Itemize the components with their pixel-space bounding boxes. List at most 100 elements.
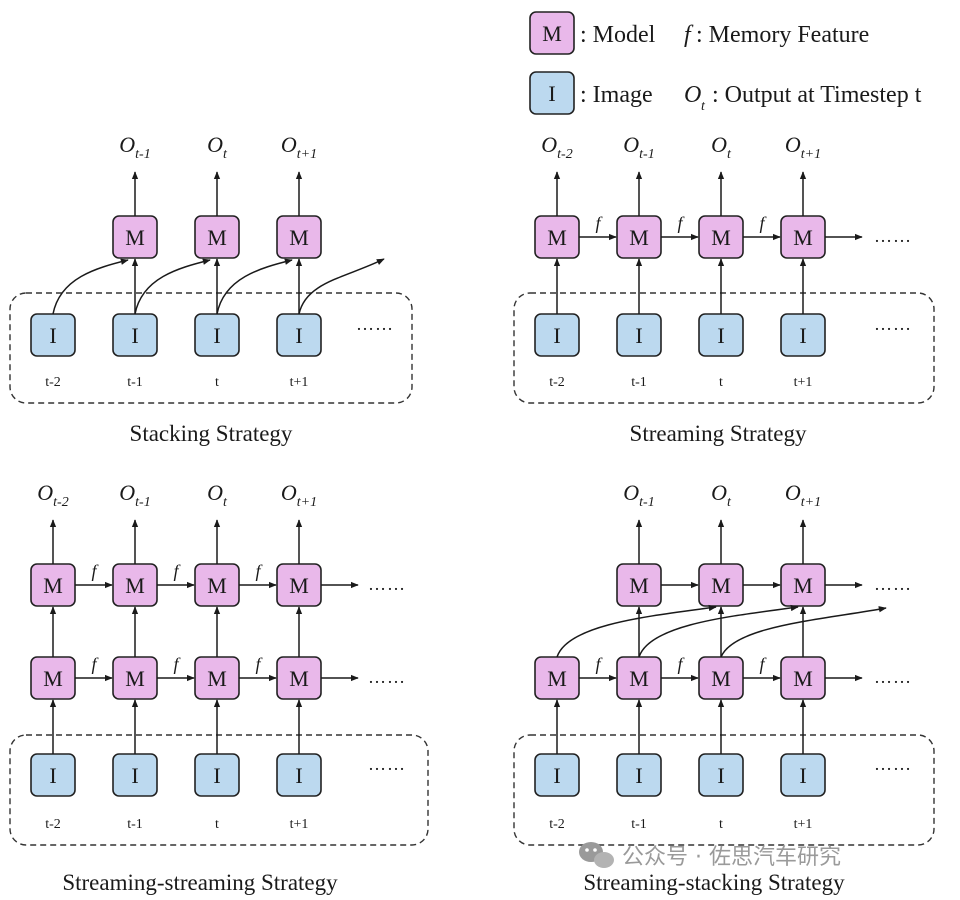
output-label: Ot-1 [119,132,150,162]
output-label: Ot+1 [785,132,821,162]
model-node-letter: M [207,573,227,598]
image-node-letter: I [553,323,560,348]
image-sequence-frame [9,292,413,404]
skip-arrow [216,258,293,315]
image-node-letter: I [49,323,56,348]
timestep-label: t-1 [127,817,143,832]
output-label: Ot [711,480,732,510]
output-symbol: O [119,132,135,157]
timestep-label: t [215,817,219,832]
output-subscript: t [223,147,228,162]
memory-feature-label: f [91,654,99,674]
ellipsis: …… [368,667,406,687]
memory-feature-label: f [255,561,263,581]
timestep-label: t-1 [127,375,143,390]
model-node-letter: M [43,666,63,691]
legend-image-node [529,71,575,115]
image-node-letter: I [295,763,302,788]
legend-output-subscript: t [701,99,706,114]
output-subscript: t-2 [557,147,573,162]
image-node-letter: I [131,763,138,788]
model-node-letter: M [207,225,227,250]
model-node-letter: M [793,573,813,598]
watermark-text: 公众号 · 佐思汽车研究 [622,845,841,870]
timestep-label: t-2 [45,375,61,390]
legend-image-label: : Image [580,82,653,108]
memory-feature-label: f [595,654,603,674]
ellipsis: …… [368,574,406,594]
model-node-letter: M [289,666,309,691]
output-label: Ot-1 [119,480,150,510]
wechat-icon [579,842,614,868]
memory-feature-label: f [677,213,685,233]
model-node-letter: M [711,225,731,250]
legend-feature-symbol: f [684,22,694,48]
image-node-letter: I [717,763,724,788]
output-label: Ot-2 [37,480,68,510]
image-node-letter: I [717,323,724,348]
image-node-letter: I [213,763,220,788]
output-symbol: O [281,480,297,505]
legend-model-letter: M [542,21,562,46]
model-node-letter: M [547,225,567,250]
model-node-letter: M [629,225,649,250]
memory-feature-label: f [255,654,263,674]
image-node-letter: I [553,763,560,788]
image-sequence-frame [9,734,429,846]
memory-feature-label: f [173,654,181,674]
skip-arrow [638,604,799,658]
output-subscript: t+1 [297,147,317,162]
model-node-letter: M [629,666,649,691]
output-subscript: t+1 [297,495,317,510]
timestep-label: t-1 [631,817,647,832]
image-node-letter: I [635,763,642,788]
output-symbol: O [281,132,297,157]
image-node-letter: I [295,323,302,348]
model-node-letter: M [207,666,227,691]
model-node-letter: M [793,225,813,250]
image-node-letter: I [131,323,138,348]
output-subscript: t-2 [53,495,69,510]
timestep-label: t-1 [631,375,647,390]
image-node-letter: I [49,763,56,788]
model-node-letter: M [125,225,145,250]
image-sequence-frame [513,292,935,404]
memory-feature-label: f [759,213,767,233]
output-subscript: t+1 [801,495,821,510]
output-subscript: t-1 [639,147,655,162]
skip-arrow [556,604,717,658]
output-subscript: t-1 [639,495,655,510]
image-node-letter: I [799,323,806,348]
output-symbol: O [37,480,53,505]
timestep-label: t-2 [549,375,565,390]
output-symbol: O [785,480,801,505]
watermark: 公众号 · 佐思汽车研究 [579,842,841,870]
panel-caption: Streaming-streaming Strategy [62,870,338,895]
ellipsis: …… [368,754,406,774]
ellipsis: …… [874,754,912,774]
output-subscript: t [727,495,732,510]
legend-output-label: : Output at Timestep t [712,82,922,108]
output-subscript: t-1 [135,147,151,162]
model-node-letter: M [547,666,567,691]
panel-caption: Stacking Strategy [130,421,293,446]
output-symbol: O [207,480,223,505]
output-symbol: O [207,132,223,157]
image-node-letter: I [635,323,642,348]
skip-arrow [52,258,129,315]
output-symbol: O [541,132,557,157]
ellipsis: …… [356,314,394,334]
model-node-letter: M [43,573,63,598]
timestep-label: t-2 [45,817,61,832]
model-node-letter: M [793,666,813,691]
panel-caption: Streaming Strategy [630,421,807,446]
model-node-letter: M [629,573,649,598]
timestep-label: t [215,375,219,390]
ellipsis: …… [874,226,912,246]
output-label: Ot+1 [281,132,317,162]
output-subscript: t [727,147,732,162]
memory-feature-label: f [173,561,181,581]
skip-arrow [720,606,887,658]
